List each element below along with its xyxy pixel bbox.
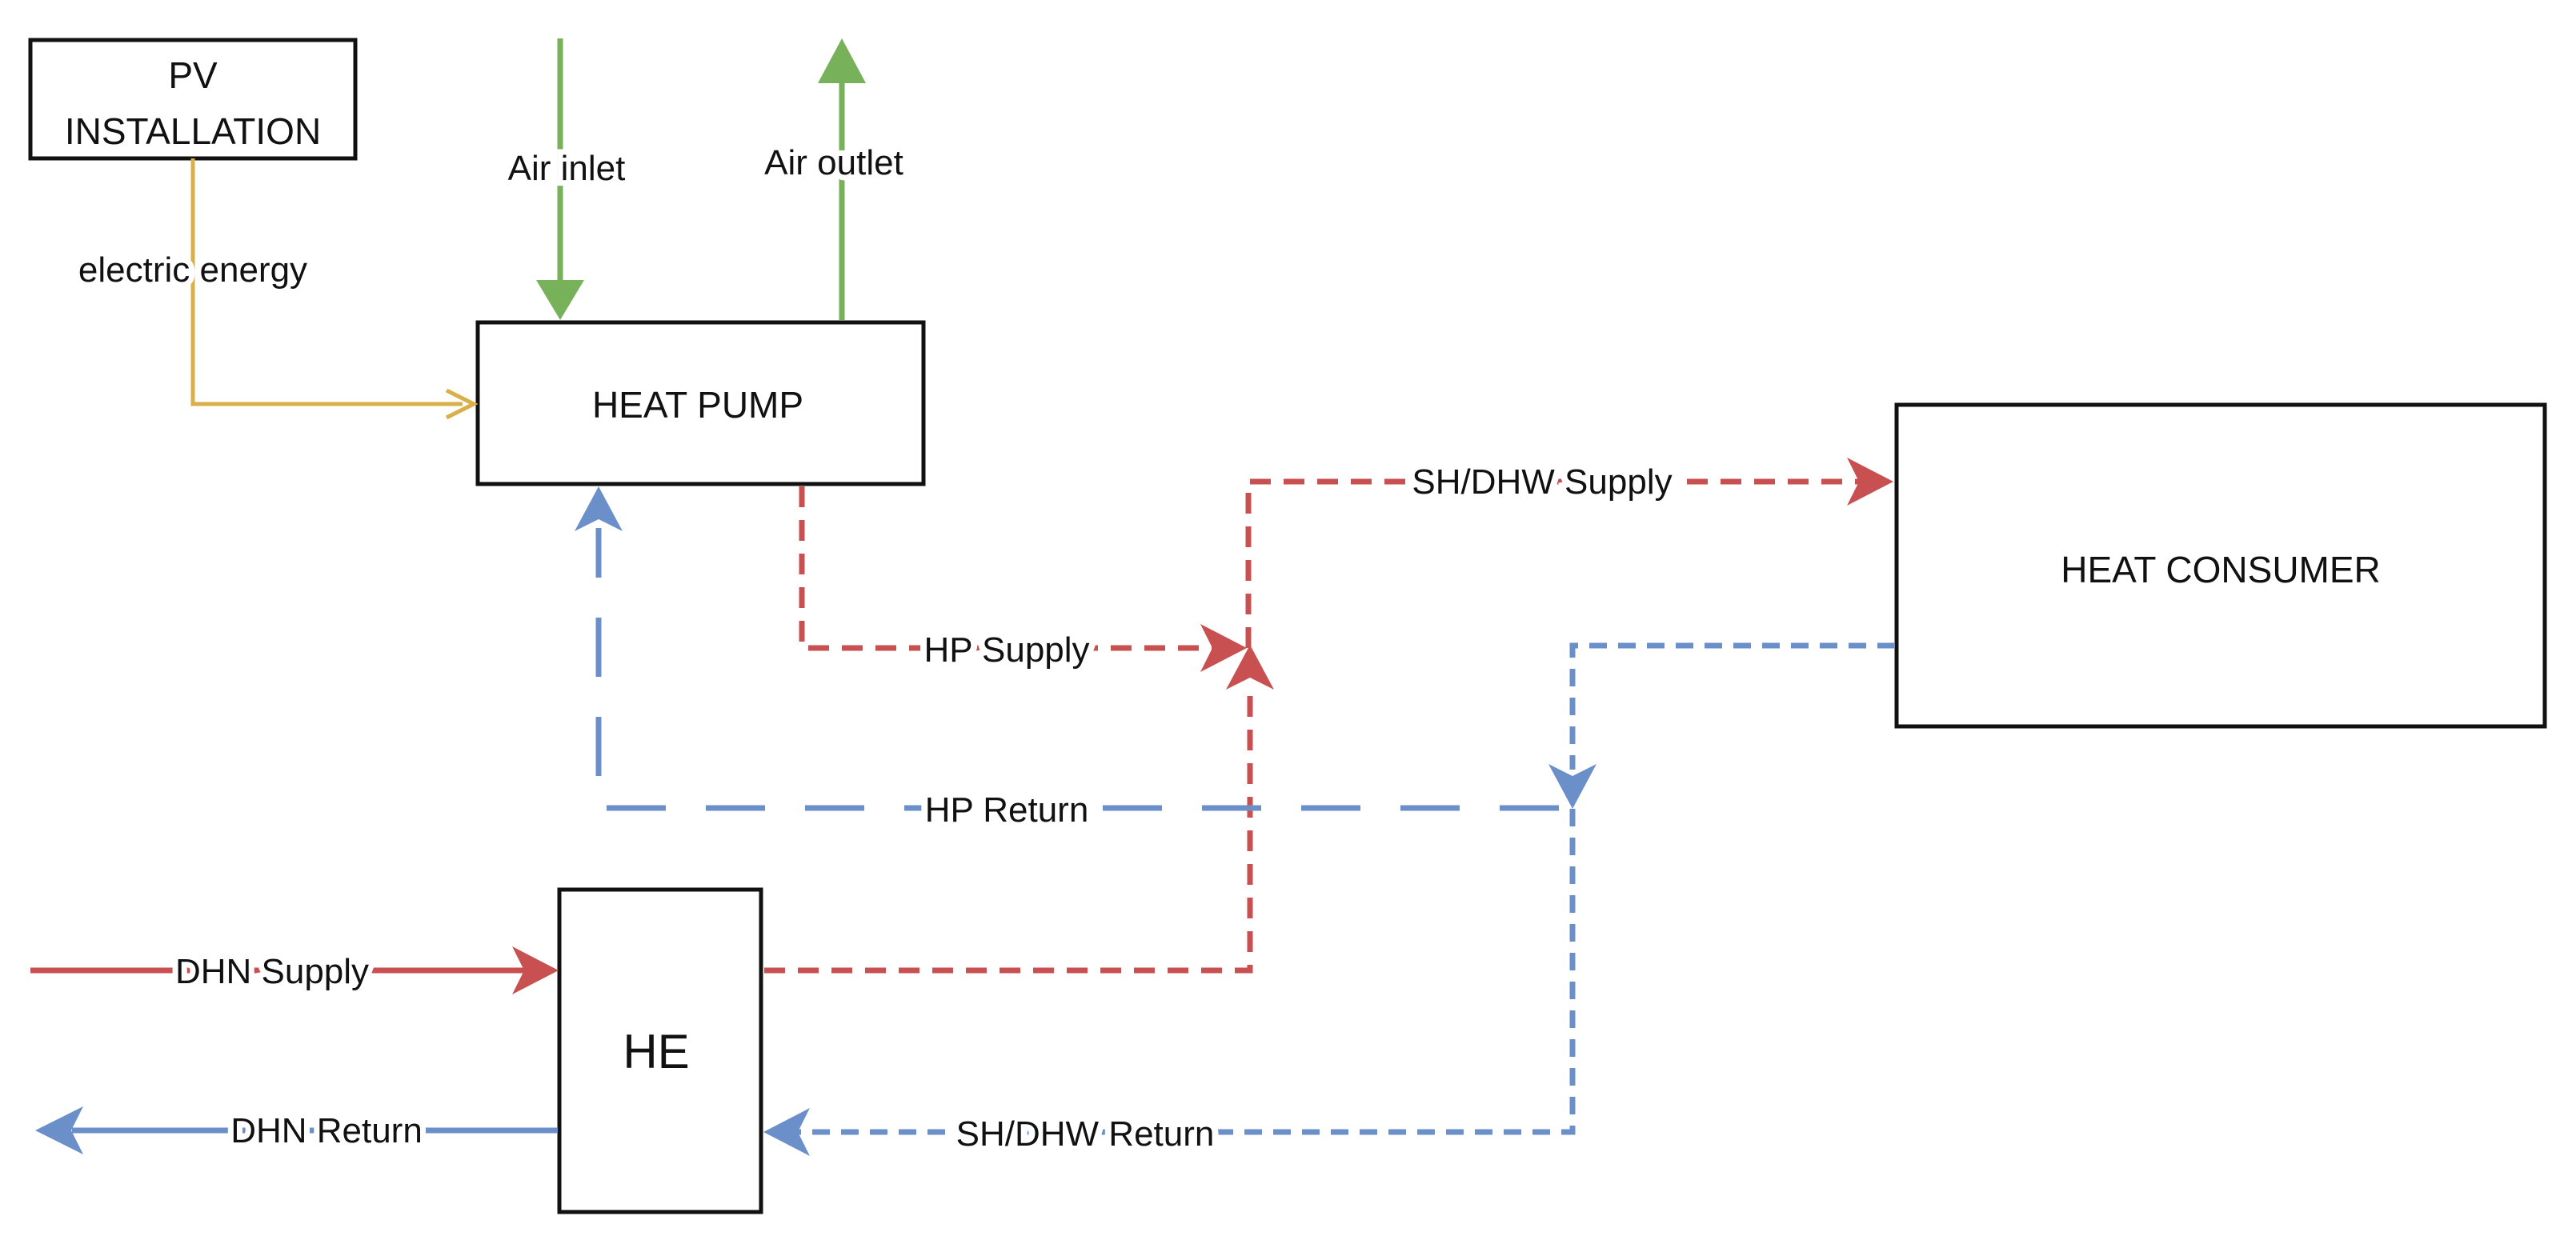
sh-dhw-supply-line bbox=[1245, 478, 1865, 648]
heat-pump-label: HEAT PUMP bbox=[592, 384, 803, 426]
air-outlet-arrowhead bbox=[818, 38, 866, 83]
hp-supply-arrowhead bbox=[1200, 624, 1247, 672]
heat-pump-box bbox=[475, 320, 926, 486]
he-supply-out-line bbox=[764, 688, 1253, 974]
consumer-return-arrowhead bbox=[1548, 764, 1596, 809]
sh-dhw-return-line bbox=[796, 809, 1576, 1135]
hp-return-arrowhead bbox=[575, 486, 623, 531]
consumer-return-line bbox=[1569, 642, 1895, 770]
dhn-return-label: DHN Return bbox=[230, 1111, 423, 1150]
heat-consumer-box bbox=[1894, 402, 2547, 729]
he-box bbox=[557, 887, 763, 1214]
he-label: HE bbox=[623, 1025, 689, 1078]
hp-supply-label: HP Supply bbox=[923, 630, 1089, 670]
air-outlet-label: Air outlet bbox=[764, 143, 903, 182]
dhn-supply-label: DHN Supply bbox=[175, 952, 369, 991]
pv-installation-box bbox=[28, 38, 358, 161]
electric-energy-arrowhead bbox=[445, 388, 479, 420]
dhn-return-arrowhead bbox=[35, 1106, 83, 1154]
he-supply-out-arrowhead bbox=[1226, 645, 1274, 690]
hp-return-label: HP Return bbox=[925, 790, 1089, 830]
air-inlet-arrowhead bbox=[536, 280, 584, 320]
pv-installation-label-line2: INSTALLATION bbox=[65, 110, 321, 152]
sh-dhw-return-label: SH/DHW Return bbox=[956, 1114, 1215, 1154]
sh-dhw-supply-label: SH/DHW Supply bbox=[1412, 462, 1672, 502]
electric-energy-line bbox=[190, 158, 463, 406]
pv-installation-label-line1: PV bbox=[168, 54, 218, 96]
hp-supply-line bbox=[799, 486, 1220, 651]
dhn-supply-arrowhead bbox=[512, 946, 559, 994]
air-inlet-label: Air inlet bbox=[508, 149, 626, 188]
sh-dhw-supply-arrowhead bbox=[1847, 458, 1893, 506]
hp-return-line bbox=[595, 528, 1559, 811]
heat-consumer-label: HEAT CONSUMER bbox=[2061, 549, 2381, 590]
sh-dhw-return-arrowhead bbox=[763, 1108, 810, 1156]
electric-energy-label: electric energy bbox=[78, 250, 307, 290]
